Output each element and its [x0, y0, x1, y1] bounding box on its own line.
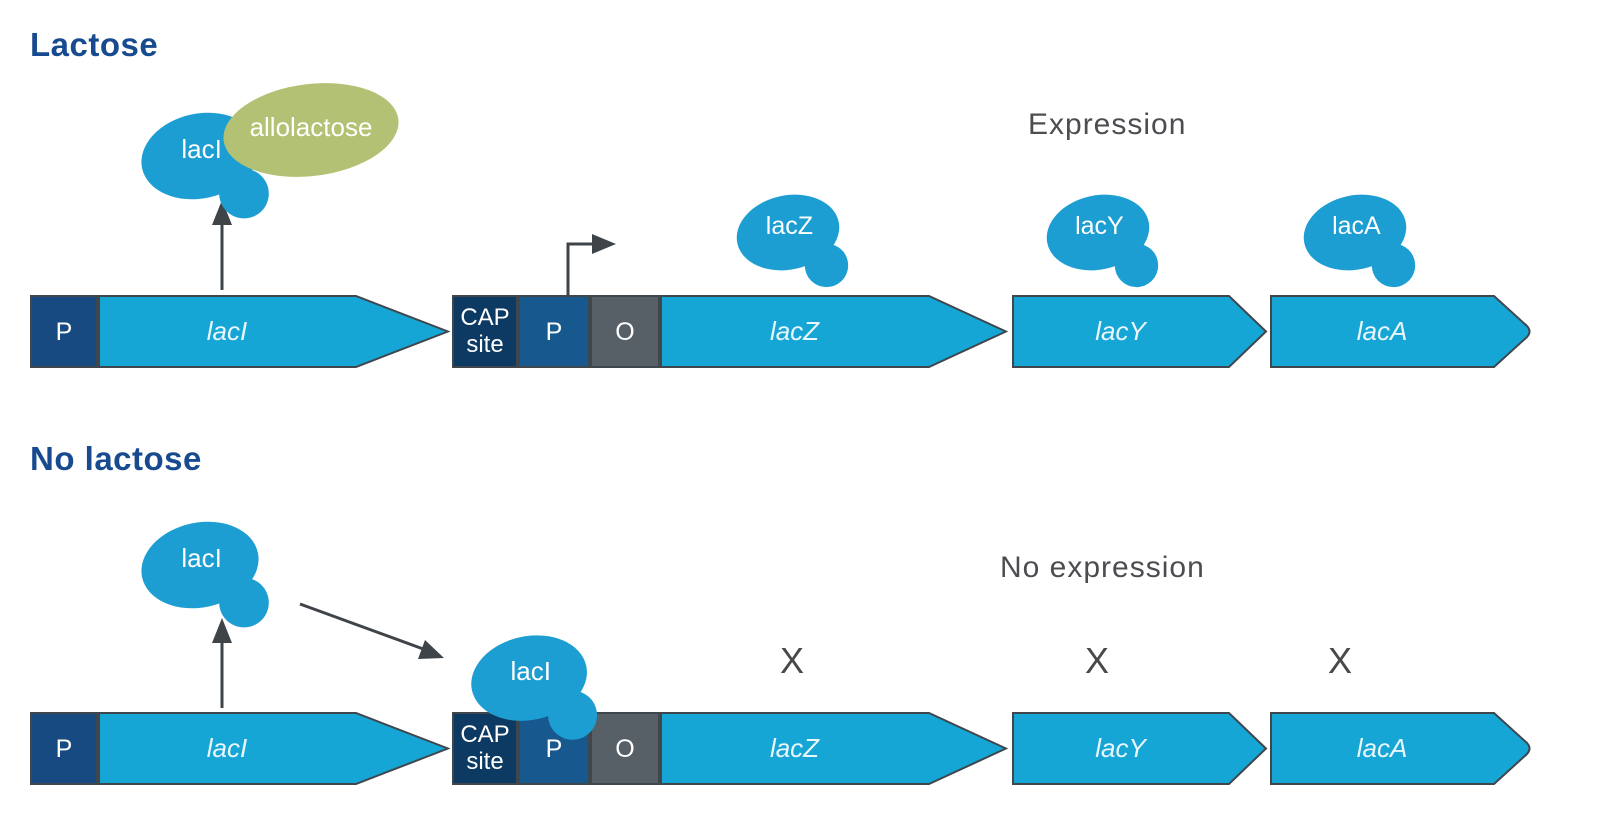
allolactose-label: allolactose: [249, 111, 373, 142]
gene-laca-arrow: lacA: [1270, 295, 1534, 368]
transcription-start-arrow: [552, 228, 624, 298]
cap-site-label-line2: site: [466, 330, 504, 358]
gene-laca-arrow-bottom: lacA: [1270, 712, 1534, 785]
protein-blob-shape: [1303, 194, 1416, 288]
gene-lacy-arrow-bottom: lacY: [1012, 712, 1268, 785]
promoter-label: P: [545, 317, 563, 346]
lacz-protein-label: lacZ: [765, 212, 814, 241]
gene-laci-arrow: lacI: [98, 295, 450, 368]
laci-repressor-label-bound: lacI: [510, 656, 551, 687]
expression-status-label: Expression: [1028, 108, 1187, 141]
gene-lacy-arrow: lacY: [1012, 295, 1268, 368]
cap-site-box: CAP site: [452, 295, 518, 368]
cap-site-box-bottom: CAP site: [452, 712, 518, 785]
gene-lacz-label-bottom: lacZ: [769, 733, 820, 763]
laci-repressor-blob-bound: lacI: [458, 626, 616, 746]
gene-laci-arrow-bottom: lacI: [98, 712, 450, 785]
protein-blob-shape: [1046, 194, 1159, 288]
lacy-protein-label: lacY: [1075, 212, 1124, 241]
section-heading-lactose: Lactose: [30, 26, 159, 63]
operator-label: O: [615, 317, 635, 346]
gene-laca-label: lacA: [1356, 316, 1408, 346]
repressor-binding-arrow: [292, 592, 460, 676]
protein-blob-shape: [736, 194, 849, 288]
cap-site-label-line1-bottom: CAP: [460, 720, 510, 748]
lacz-protein-blob: lacZ: [725, 186, 865, 293]
cap-site-label-line2-bottom: site: [466, 747, 504, 775]
promoter-box: P: [518, 295, 590, 368]
protein-blob-shape: [471, 635, 598, 740]
no-expression-x-lacz: X: [779, 640, 805, 681]
operator-box-bottom: O: [590, 712, 660, 785]
laci-repressor-label: lacI: [181, 133, 222, 164]
no-expression-x-laca: X: [1327, 640, 1353, 681]
promoter-laci-box-bottom: P: [30, 712, 98, 785]
promoter-laci-label: P: [55, 317, 73, 346]
allolactose-molecule: allolactose: [220, 80, 402, 180]
gene-laci-label-bottom: lacI: [206, 733, 248, 763]
laci-repressor-label-free: lacI: [181, 542, 222, 573]
gene-lacz-arrow-bottom: lacZ: [660, 712, 1008, 785]
protein-blob-shape: [141, 521, 269, 628]
operator-label-bottom: O: [615, 734, 635, 763]
gene-laci-label: lacI: [206, 316, 248, 346]
operator-box: O: [590, 295, 660, 368]
gene-laca-label-bottom: lacA: [1356, 733, 1408, 763]
gene-lacz-label: lacZ: [769, 316, 820, 346]
lacy-protein-blob: lacY: [1035, 186, 1175, 293]
gene-lacz-arrow: lacZ: [660, 295, 1008, 368]
no-expression-x-lacy: X: [1084, 640, 1110, 681]
promoter-laci-label-bottom: P: [55, 734, 73, 763]
promoter-laci-box: P: [30, 295, 98, 368]
allolactose-ellipse: [223, 83, 399, 177]
promoter-label-bottom: P: [545, 734, 563, 763]
gene-lacy-label: lacY: [1095, 316, 1146, 346]
section-heading-no-lactose: No lactose: [30, 440, 202, 477]
laci-repressor-blob-free: lacI: [128, 512, 288, 634]
cap-site-label-line1: CAP: [460, 303, 510, 331]
laca-protein-label: lacA: [1332, 212, 1381, 241]
gene-lacy-label-bottom: lacY: [1095, 733, 1146, 763]
laci-translation-arrow-bottom: [206, 616, 238, 710]
laci-translation-arrow: [206, 198, 238, 292]
laca-protein-blob: lacA: [1292, 186, 1432, 293]
no-expression-status-label: No expression: [1000, 551, 1205, 584]
